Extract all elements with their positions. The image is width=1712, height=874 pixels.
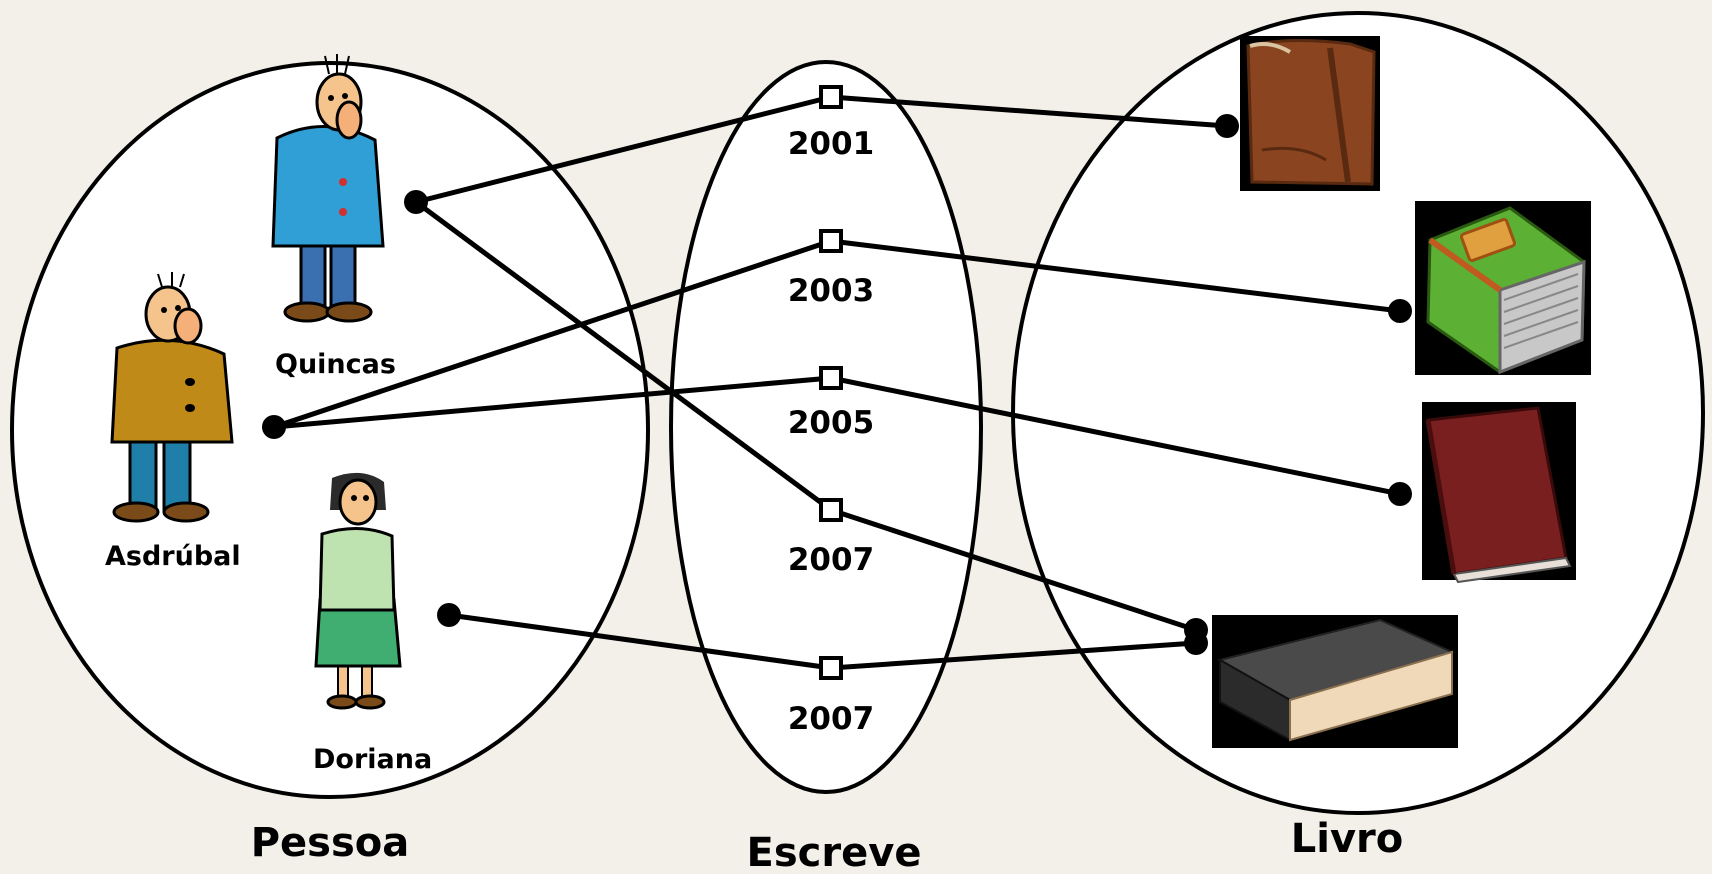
attach-book-2 — [1388, 299, 1412, 323]
set-title-escreve: Escreve — [747, 830, 922, 874]
year-label: 2001 — [788, 126, 874, 162]
year-label: 2003 — [788, 273, 874, 309]
man-figure-icon — [110, 272, 234, 523]
edge-doriana-2007b — [448, 612, 832, 671]
attach-book-4-b — [1184, 631, 1208, 655]
escreve-set — [669, 60, 983, 794]
relation-2007-a: 2007 — [788, 498, 874, 578]
person-name-doriana: Doriana — [313, 744, 432, 775]
relation-2007-b: 2007 — [788, 656, 874, 737]
person-name-quincas: Quincas — [275, 349, 396, 380]
book-3 — [1422, 402, 1576, 584]
person-quincas: Quincas — [271, 54, 396, 380]
attach-book-3 — [1388, 482, 1412, 506]
edge-asdrubal-2003 — [273, 238, 832, 430]
set-title-livro: Livro — [1291, 816, 1403, 862]
relation-2003: 2003 — [788, 229, 874, 309]
edge-2007a-book-4 — [830, 507, 1197, 633]
woman-figure-icon — [314, 472, 402, 710]
edges — [273, 94, 1401, 671]
edge-2001-book-1 — [830, 94, 1228, 129]
year-label: 2007 — [788, 542, 874, 578]
edge-quincas-2007a — [414, 199, 833, 513]
edge-2005-book-3 — [830, 375, 1401, 497]
book-1 — [1240, 36, 1380, 191]
year-label: 2005 — [788, 405, 874, 441]
edge-quincas-2001 — [415, 94, 832, 205]
relation-2001: 2001 — [788, 85, 874, 162]
attach-book-1 — [1215, 114, 1239, 138]
brown-book-icon — [1246, 38, 1376, 186]
black-book-icon — [1217, 618, 1455, 742]
red-book-icon — [1425, 406, 1572, 584]
person-doriana: Doriana — [313, 472, 432, 775]
pessoa-set — [10, 61, 650, 799]
attach-asdrubal — [262, 415, 286, 439]
book-2 — [1415, 201, 1591, 375]
set-title-pessoa: Pessoa — [251, 820, 410, 866]
edge-asdrubal-2005 — [273, 375, 832, 430]
man-figure-icon — [271, 54, 385, 323]
book-4 — [1212, 615, 1458, 748]
edge-2007b-book-4 — [830, 640, 1197, 671]
person-asdrubal: Asdrúbal — [105, 272, 241, 572]
green-book-icon — [1426, 206, 1586, 375]
person-name-asdrubal: Asdrúbal — [105, 541, 241, 572]
relation-2005: 2005 — [788, 366, 874, 441]
edge-2003-book-2 — [830, 238, 1401, 314]
attach-quincas — [404, 190, 428, 214]
attach-doriana — [437, 603, 461, 627]
year-label: 2007 — [788, 701, 874, 737]
